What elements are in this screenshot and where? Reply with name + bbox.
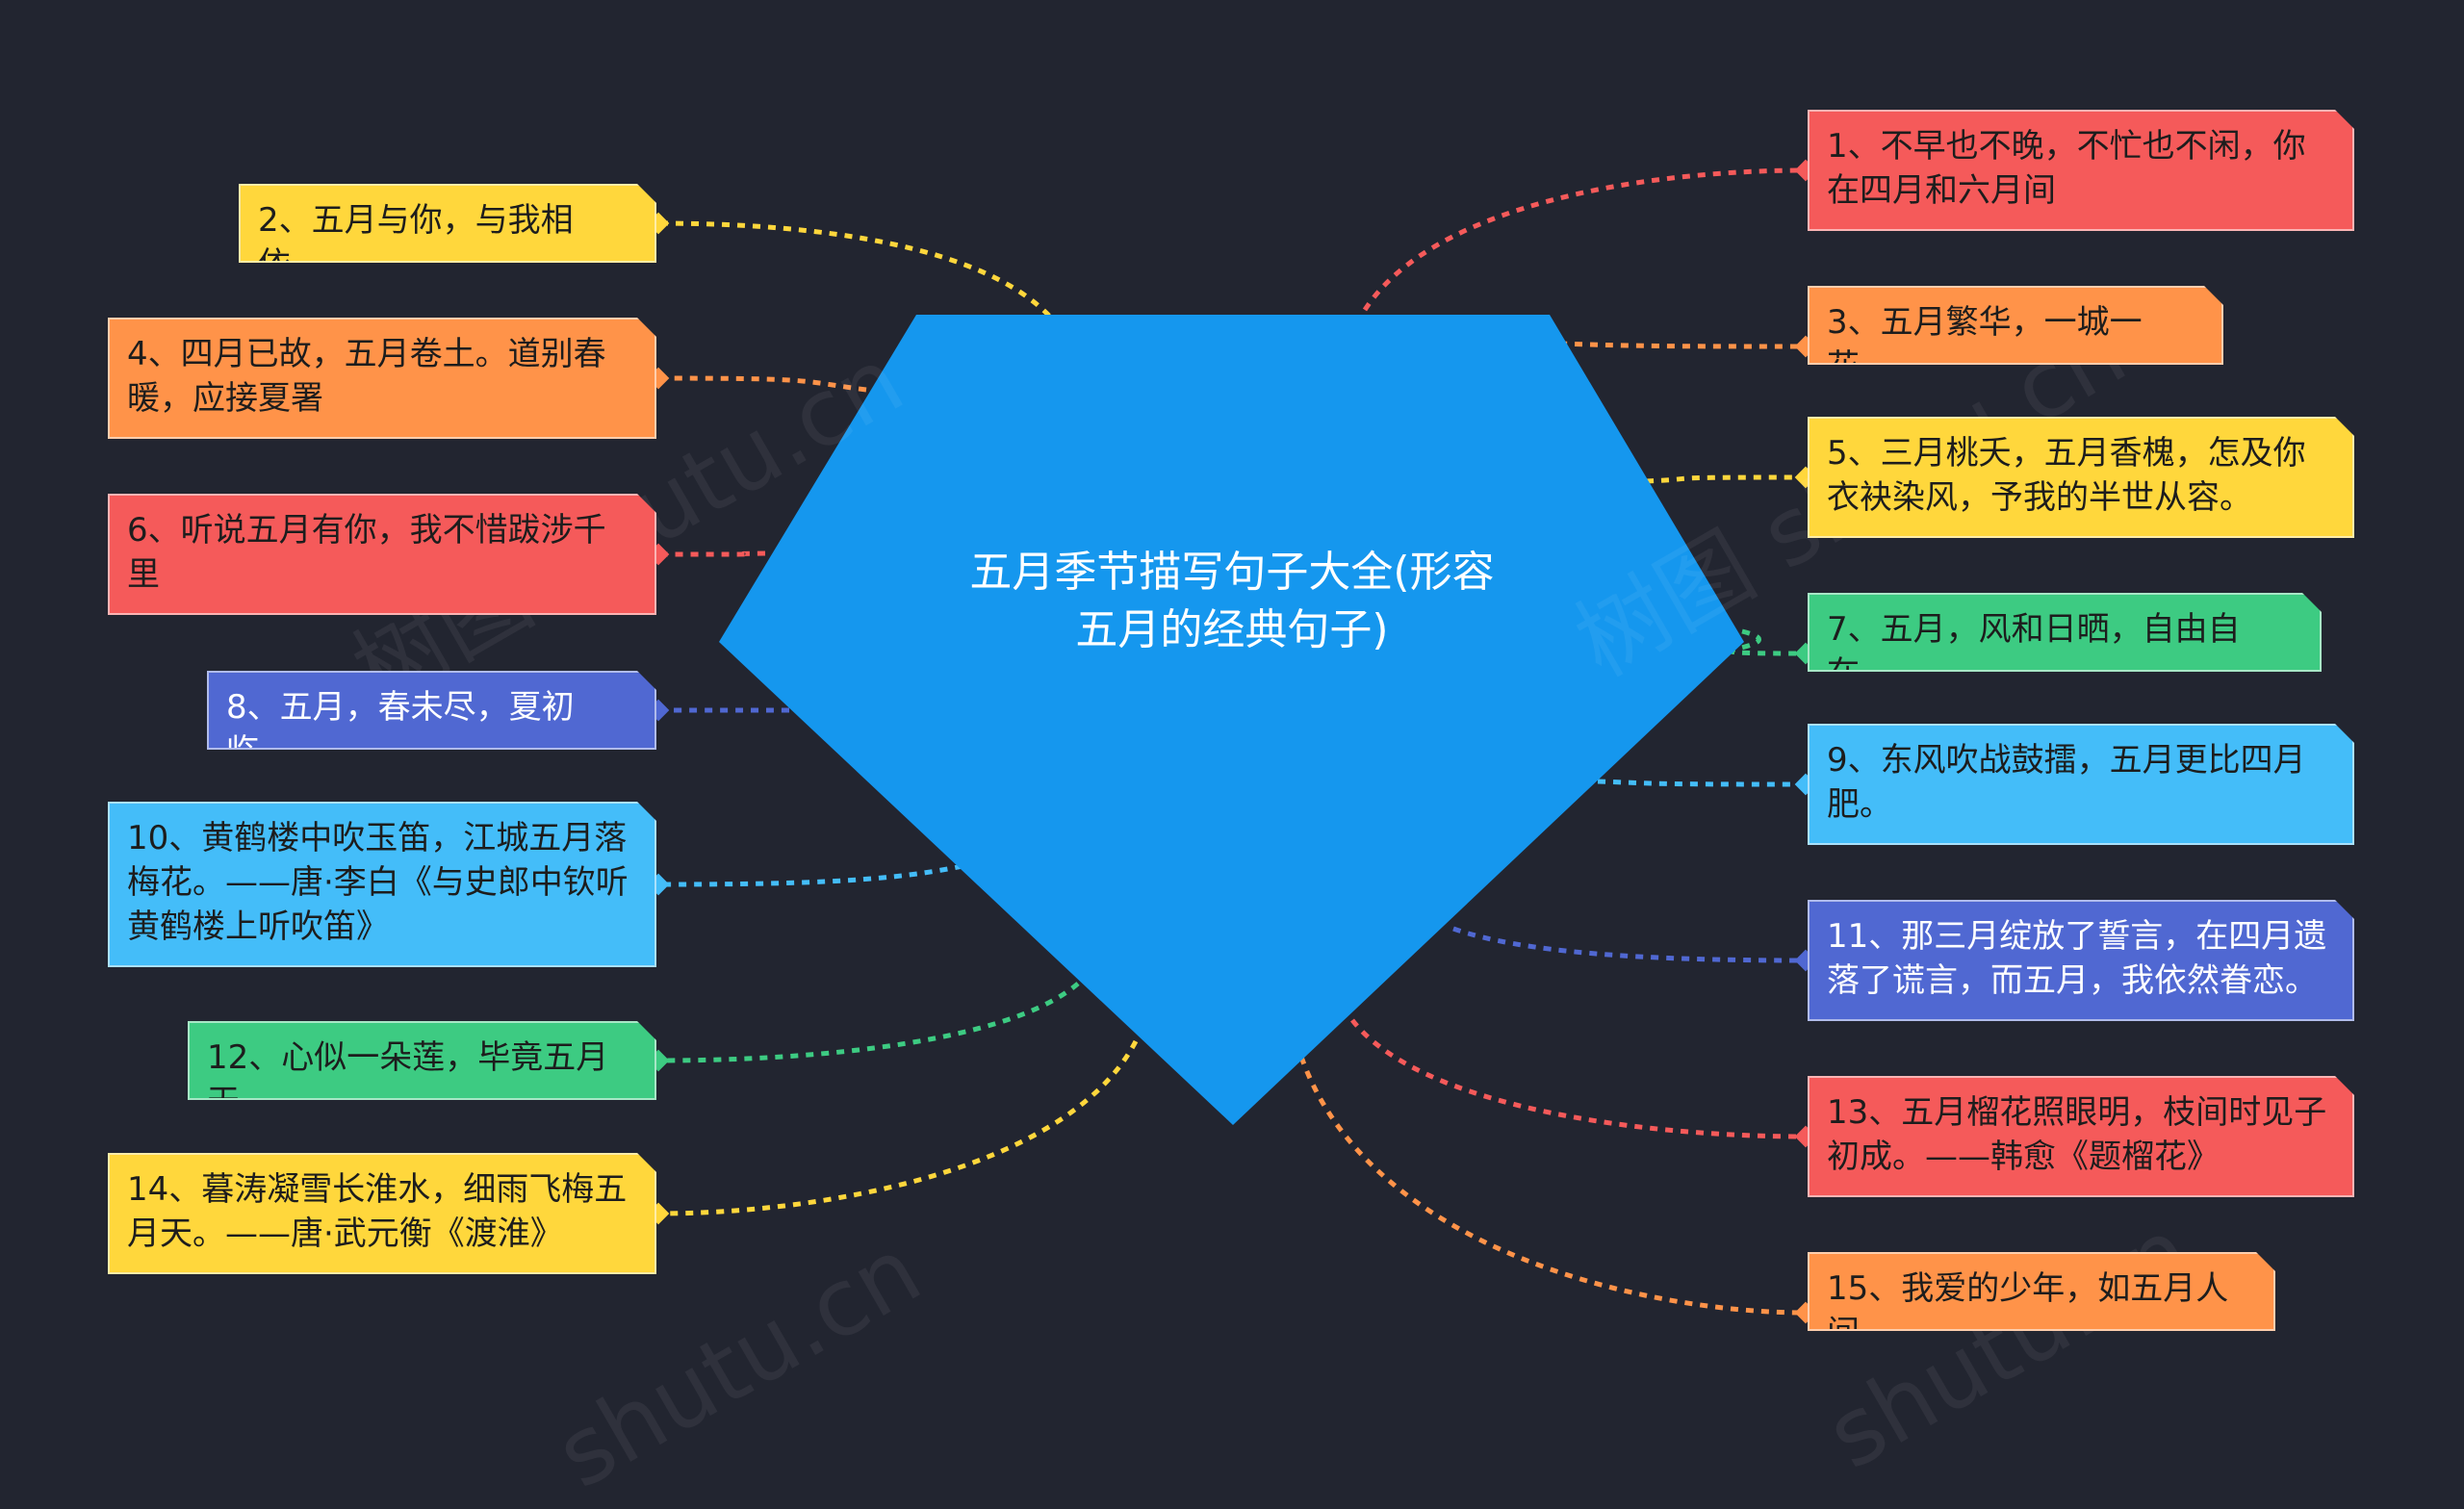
topic-node-4[interactable]: 4、四月已故，五月卷土。道别春暖，应接夏署 [108, 318, 656, 439]
topic-node-2[interactable]: 2、五月与你，与我相依。 [239, 184, 656, 263]
topic-node-text: 3、五月繁华，一城一花。 [1827, 303, 2143, 342]
topic-node-text: 1、不早也不晚，不忙也不闲，你在四月和六月间 [1827, 127, 2306, 210]
topic-node-text: 5、三月桃夭，五月香槐，怎及你衣袂染风，予我的半世从容。 [1827, 434, 2306, 517]
topic-node-text: 15、我爱的少年，如五月人间 [1827, 1269, 2229, 1308]
topic-node-6[interactable]: 6、听说五月有你，我不惜跋涉千里 [108, 494, 656, 615]
connector-line [1729, 628, 1807, 656]
connector-line [1645, 474, 1807, 484]
connector-line [1350, 1018, 1807, 1139]
topic-node-3[interactable]: 3、五月繁华，一城一花。 [1808, 286, 2223, 365]
topic-node-text: 12、心似一朵莲，毕竟五月天 [207, 1038, 609, 1077]
topic-node-text: 2、五月与你，与我相依。 [258, 201, 574, 240]
connector-line [657, 375, 867, 393]
topic-node-14[interactable]: 14、暮涛凝雪长淮水，细雨飞梅五月天。——唐·武元衡《渡淮》 [108, 1153, 656, 1274]
connector-line [1298, 1056, 1807, 1316]
topic-node-text: 8、五月，春未尽，夏初临。 [226, 688, 575, 727]
connector-line [657, 982, 1080, 1063]
topic-node-15[interactable]: 15、我爱的少年，如五月人间 [1808, 1252, 2275, 1331]
topic-node-text: 11、那三月绽放了誓言，在四月遗落了谎言，而五月，我依然眷恋。 [1827, 917, 2327, 1000]
connector-line [1558, 341, 1807, 349]
connector-line [1452, 926, 1807, 963]
connector-line [657, 863, 963, 887]
topic-node-8[interactable]: 8、五月，春未尽，夏初临。 [207, 671, 656, 750]
central-topic-shape [719, 315, 1744, 1125]
connector-line [657, 220, 1051, 318]
connector-line [1597, 779, 1807, 787]
topic-node-12[interactable]: 12、心似一朵莲，毕竟五月天 [188, 1021, 656, 1100]
topic-node-9[interactable]: 9、东风吹战鼓擂，五月更比四月肥。 [1808, 724, 2354, 845]
central-topic-label: 五月季节描写句子大全(形容五月的经典句子) [969, 548, 1495, 654]
connector-line [657, 550, 766, 557]
topic-node-13[interactable]: 13、五月榴花照眼明，枝间时见子初成。——韩愈《题榴花》 [1808, 1076, 2354, 1197]
topic-node-1[interactable]: 1、不早也不晚，不忙也不闲，你在四月和六月间 [1808, 110, 2354, 231]
topic-node-text: 4、四月已故，五月卷土。道别春暖，应接夏署 [127, 335, 606, 418]
topic-node-text: 14、暮涛凝雪长淮水，细雨飞梅五月天。——唐·武元衡《渡淮》 [127, 1170, 628, 1253]
topic-node-5[interactable]: 5、三月桃夭，五月香槐，怎及你衣袂染风，予我的半世从容。 [1808, 417, 2354, 538]
topic-node-text: 10、黄鹤楼中吹玉笛，江城五月落梅花。——唐·李白《与史郎中钦听黄鹤楼上听吹笛》 [127, 819, 629, 946]
topic-node-text: 7、五月，风和日晒，自由自在。 [1827, 610, 2241, 649]
topic-node-11[interactable]: 11、那三月绽放了誓言，在四月遗落了谎言，而五月，我依然眷恋。 [1808, 900, 2354, 1021]
connector-line [1362, 167, 1807, 312]
topic-node-10[interactable]: 10、黄鹤楼中吹玉笛，江城五月落梅花。——唐·李白《与史郎中钦听黄鹤楼上听吹笛》 [108, 802, 656, 967]
connector-line [657, 1039, 1139, 1216]
topic-node-text: 9、东风吹战鼓擂，五月更比四月肥。 [1827, 741, 2306, 824]
topic-node-text: 13、五月榴花照眼明，枝间时见子初成。——韩愈《题榴花》 [1827, 1093, 2327, 1176]
topic-node-7[interactable]: 7、五月，风和日晒，自由自在。 [1808, 593, 2322, 672]
topic-node-text: 6、听说五月有你，我不惜跋涉千里 [127, 511, 606, 594]
